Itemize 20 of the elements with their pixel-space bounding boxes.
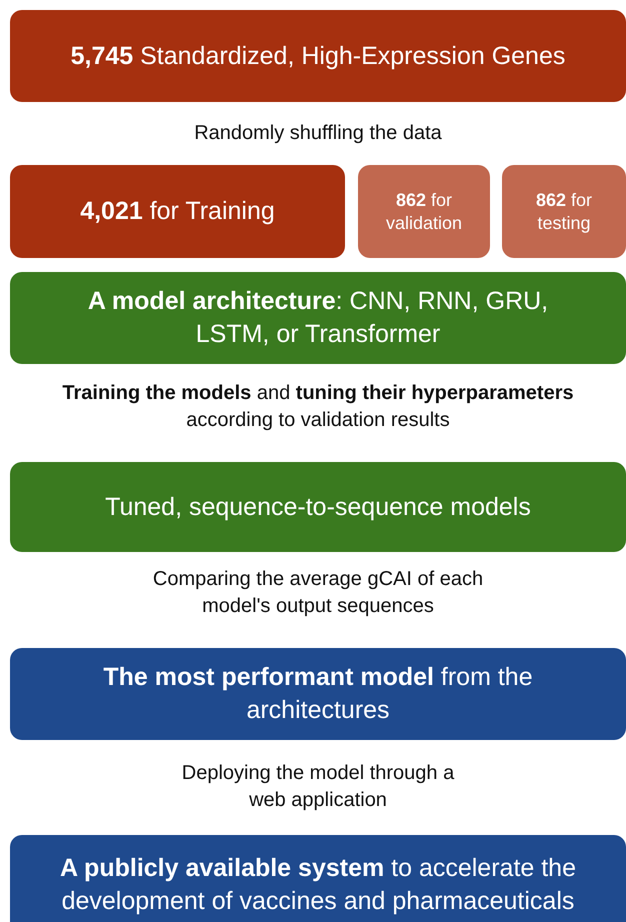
- validation-set-box: [358, 165, 490, 258]
- system-box: [10, 835, 626, 922]
- box-text: The most performant model from the architectures: [102, 662, 534, 726]
- box-text: A model architecture: CNN, RNN, GRU, LSTM, or Transformer: [86, 286, 550, 350]
- tuned-models-box: [10, 462, 626, 552]
- box-text: Tuned, sequence-to-sequence models: [105, 492, 531, 522]
- step-caption: Training the models and tuning their hyperparameters according to validation results: [61, 381, 575, 433]
- gene-set-box: [10, 10, 626, 102]
- testing-set-box: [502, 165, 626, 258]
- step-caption: Deploying the model through a web application: [180, 761, 456, 813]
- best-model-box: [10, 648, 626, 740]
- architecture-box: [10, 272, 626, 364]
- box-text: 5,745 Standardized, High-Expression Genes: [70, 40, 566, 72]
- step-caption: Randomly shuffling the data: [193, 121, 443, 146]
- box-text: 862 for testing: [534, 188, 594, 234]
- step-caption: Comparing the average gCAI of each model's output sequences: [152, 567, 484, 619]
- box-text: A publicly available system to accelerate the development of vaccines and pharmaceuticals: [58, 853, 577, 917]
- training-set-box: [10, 165, 345, 258]
- box-text: 862 for validation: [384, 188, 464, 234]
- box-text: 4,021 for Training: [80, 196, 275, 227]
